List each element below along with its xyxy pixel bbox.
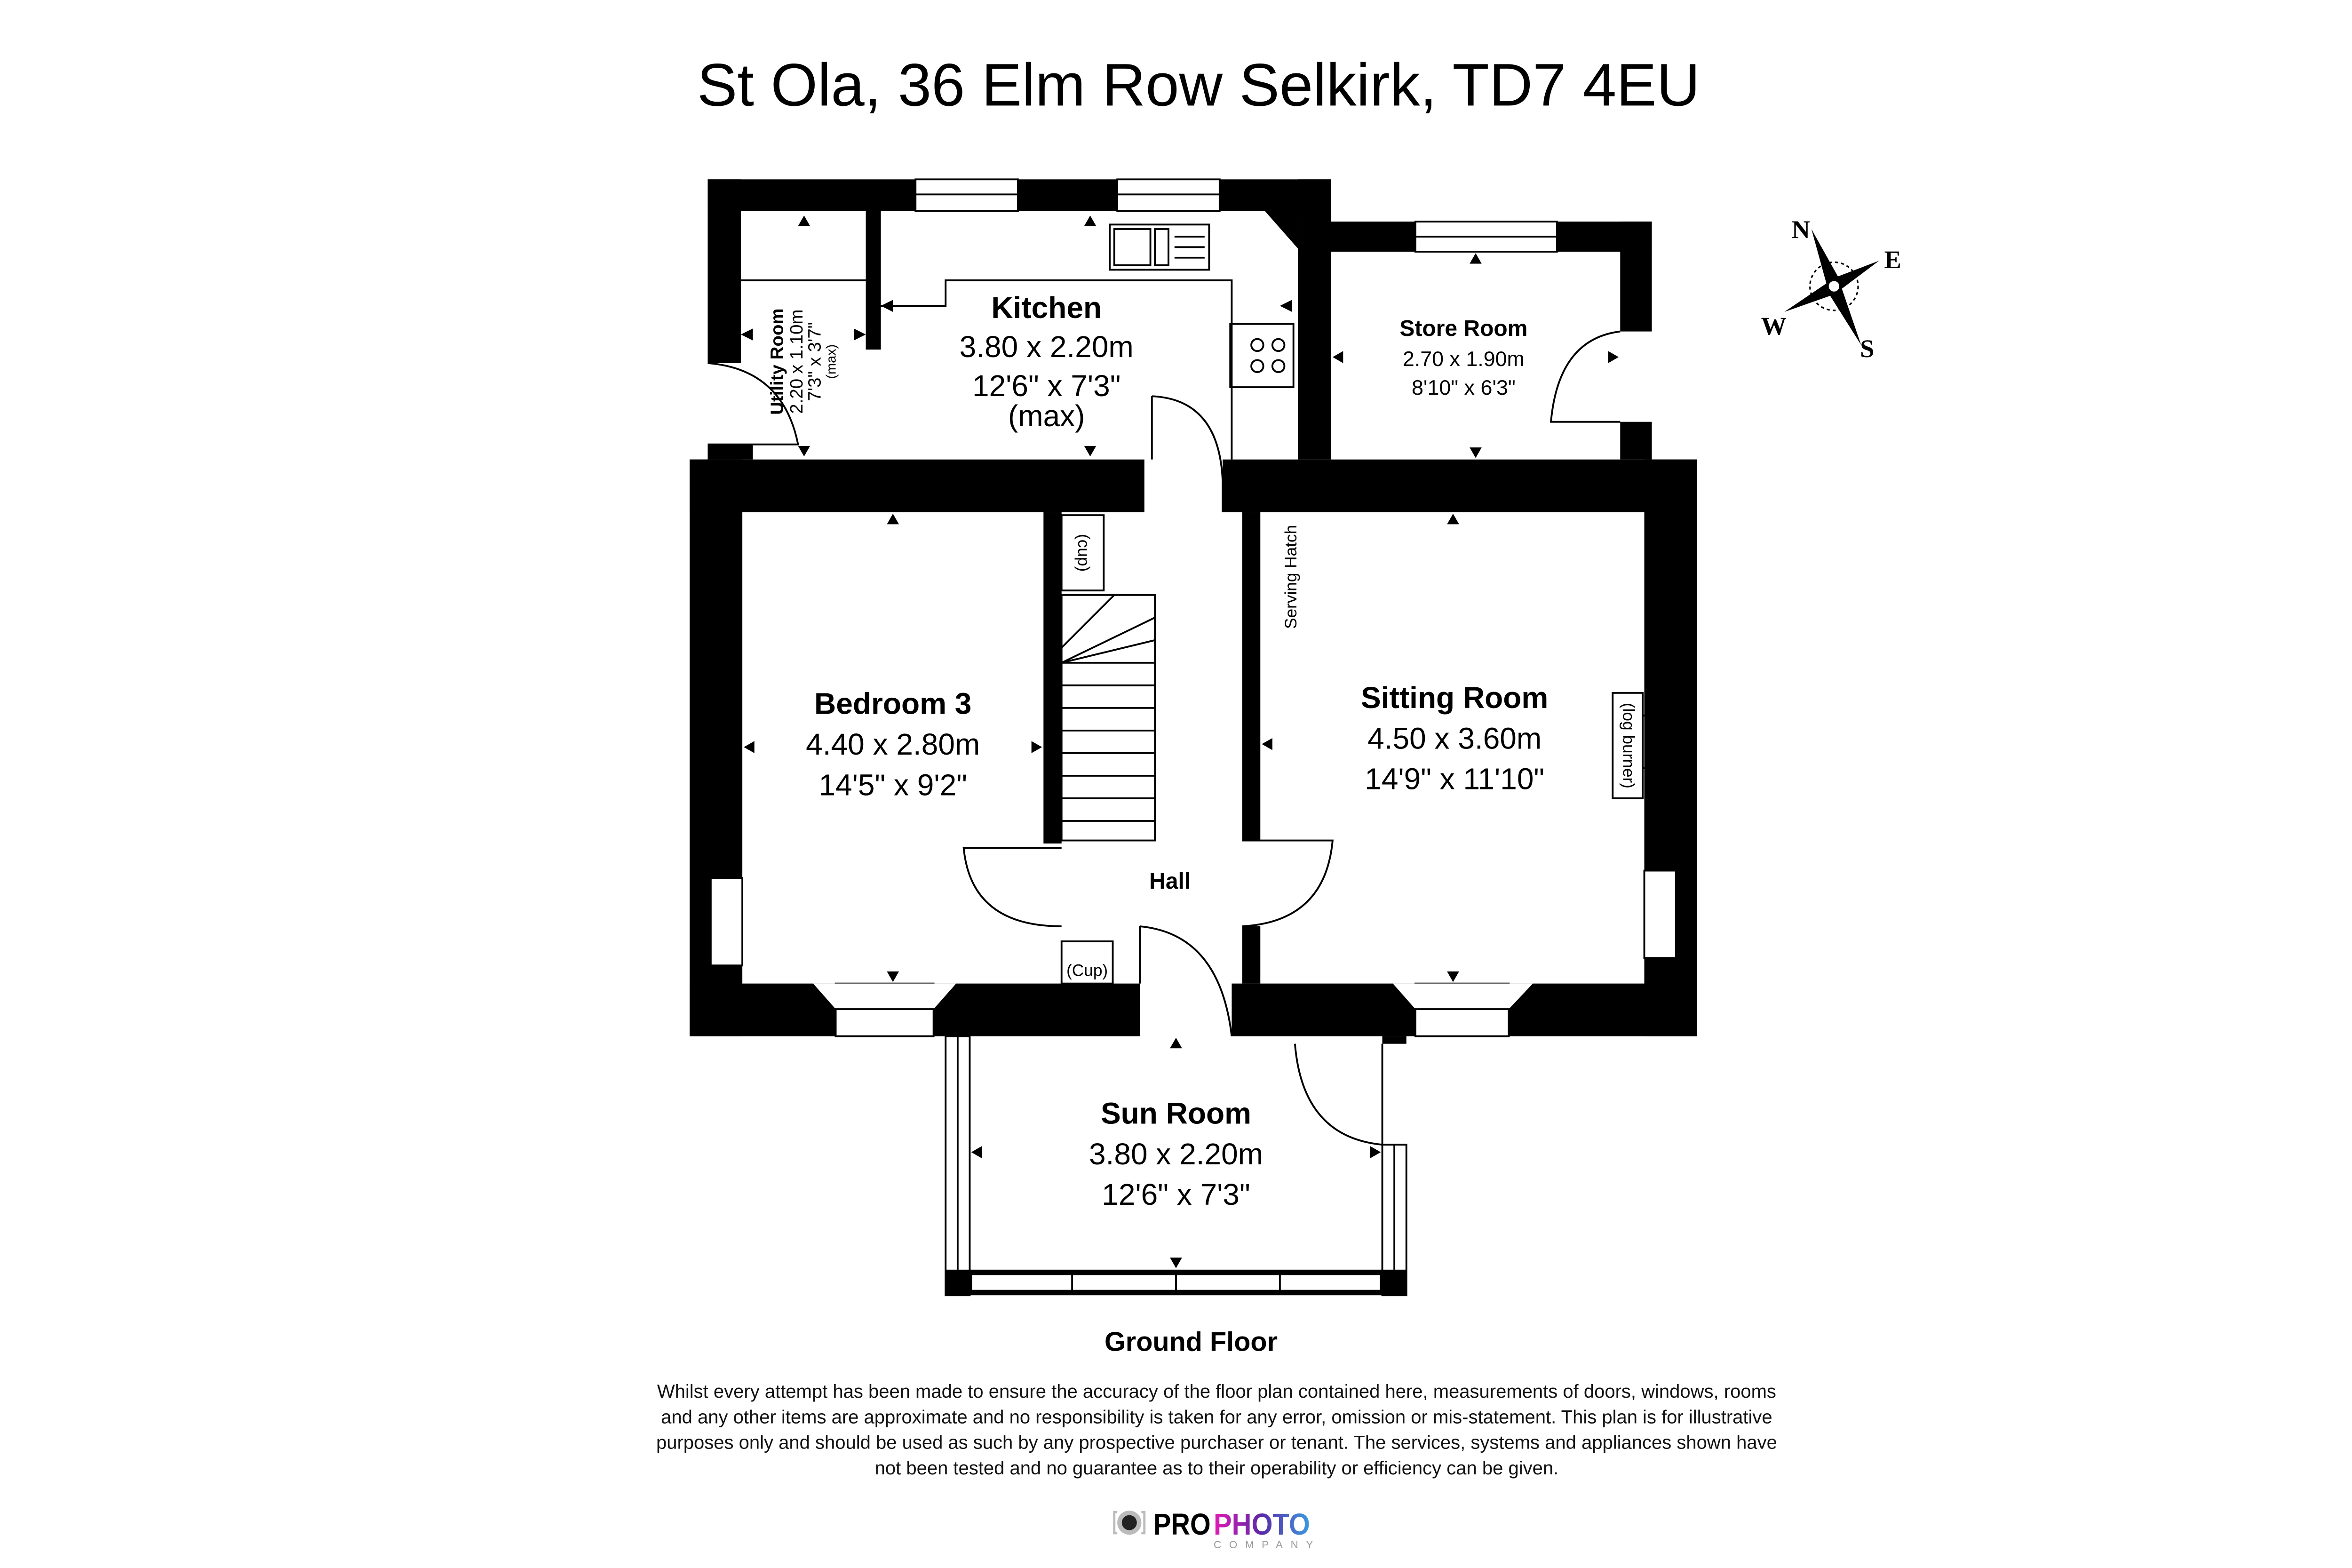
room-sun: Sun Room 3.80 x 2.20m 12'6" x 7'3" xyxy=(1089,1096,1263,1211)
logo-pro: PRO xyxy=(1153,1507,1211,1541)
store-room-walls xyxy=(1331,220,1652,460)
room-name: Sun Room xyxy=(1101,1096,1251,1130)
compass-east: E xyxy=(1884,246,1901,274)
room-imperial: 12'6" x 7'3" xyxy=(1102,1178,1250,1211)
compass-south: S xyxy=(1860,334,1874,363)
room-metric: 3.80 x 2.20m xyxy=(1089,1137,1263,1171)
room-name: Utility Room xyxy=(767,309,787,415)
prophoto-logo: PRO PHOTO COMPANY xyxy=(1113,1507,1313,1551)
log-burner-label: (log burner) xyxy=(1620,703,1638,788)
cupboard-label: (cup) xyxy=(1074,534,1093,572)
disclaimer-line: purposes only and should be used as such… xyxy=(656,1433,1777,1453)
disclaimer-line: Whilst every attempt has been made to en… xyxy=(657,1381,1776,1402)
compass-north: N xyxy=(1792,215,1810,244)
room-hall: Hall xyxy=(1149,869,1191,894)
room-note: (max) xyxy=(1008,399,1085,433)
room-bedroom-3: Bedroom 3 4.40 x 2.80m 14'5" x 9'2" xyxy=(806,687,980,802)
room-imperial: 14'9" x 11'10" xyxy=(1365,762,1544,796)
disclaimer: Whilst every attempt has been made to en… xyxy=(656,1381,1777,1479)
room-kitchen: Kitchen 3.80 x 2.20m 12'6" x 7'3" (max) xyxy=(960,291,1134,433)
room-imperial: 12'6" x 7'3" xyxy=(972,369,1120,403)
room-imperial: 7'3" x 3'7" xyxy=(805,322,825,401)
room-sitting: Sitting Room 4.50 x 3.60m 14'9" x 11'10" xyxy=(1361,681,1548,796)
room-name: Sitting Room xyxy=(1361,681,1548,715)
sink-icon xyxy=(1109,223,1210,271)
main-block-walls xyxy=(690,395,1697,1037)
page-title: St Ola, 36 Elm Row Selkirk, TD7 4EU xyxy=(697,51,1700,119)
serving-hatch-label: Serving Hatch xyxy=(1282,525,1300,629)
staircase xyxy=(1060,594,1156,842)
room-utility: Utility Room 2.20 x 1.10m 7'3" x 3'7" (m… xyxy=(767,309,839,415)
room-store: Store Room 2.70 x 1.90m 8'10" x 6'3" xyxy=(1399,316,1527,399)
room-imperial: 14'5" x 9'2" xyxy=(818,768,967,802)
room-note: (max) xyxy=(824,344,839,379)
logo-company: COMPANY xyxy=(1214,1539,1313,1551)
cupboard-label: (Cup) xyxy=(1066,962,1108,980)
room-metric: 4.40 x 2.80m xyxy=(806,727,980,761)
room-metric: 2.20 x 1.10m xyxy=(787,310,807,414)
room-imperial: 8'10" x 6'3" xyxy=(1412,376,1516,399)
compass-icon: N E S W xyxy=(1761,215,1901,363)
disclaimer-line: not been tested and no guarantee as to t… xyxy=(875,1458,1559,1479)
room-name: Bedroom 3 xyxy=(814,687,971,721)
disclaimer-line: and any other items are approximate and … xyxy=(661,1407,1772,1427)
kitchen-block-walls xyxy=(707,178,1331,460)
room-name: Store Room xyxy=(1399,316,1527,341)
logo-photo: PHOTO xyxy=(1214,1507,1310,1541)
hob-icon xyxy=(1229,323,1295,388)
room-metric: 3.80 x 2.20m xyxy=(960,330,1134,364)
compass-west: W xyxy=(1761,312,1787,340)
room-metric: 4.50 x 3.60m xyxy=(1367,721,1542,755)
room-metric: 2.70 x 1.90m xyxy=(1403,347,1525,371)
room-name: Kitchen xyxy=(991,291,1102,325)
camera-icon xyxy=(1113,1510,1146,1535)
dimension-arrows xyxy=(740,215,1619,1268)
floor-label: Ground Floor xyxy=(1104,1327,1278,1357)
sun-room-walls xyxy=(945,1035,1407,1297)
